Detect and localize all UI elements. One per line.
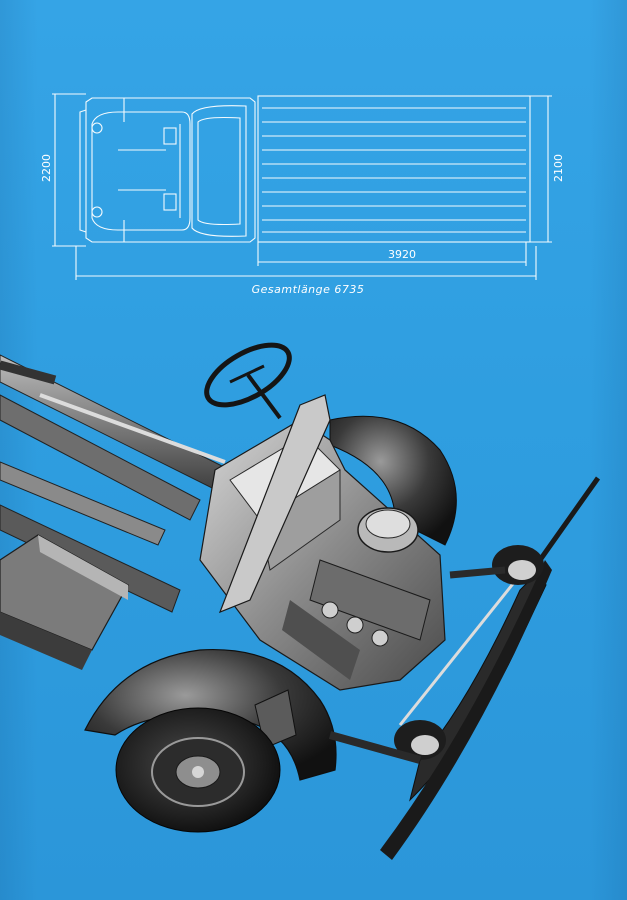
steering-wheel	[204, 342, 292, 420]
frame-rails	[0, 354, 231, 613]
battery-box	[0, 534, 129, 670]
fender-right	[329, 415, 457, 546]
radiator-frame	[218, 394, 331, 614]
cargo-bed-top-view	[257, 95, 531, 243]
front-axle	[328, 731, 422, 764]
dim-2100-label: 2100	[552, 154, 565, 182]
headlight-right	[492, 545, 544, 585]
total-length-label: Gesamtlänge 6735	[252, 283, 365, 296]
front-wheel-left	[115, 707, 281, 833]
engine-block	[199, 419, 446, 691]
dim-2200-label: 2200	[40, 154, 53, 182]
cab-top-view	[79, 97, 256, 243]
dim-3920-label: 3920	[388, 248, 416, 261]
headlight-left	[394, 720, 446, 760]
tie-rod	[449, 566, 506, 579]
